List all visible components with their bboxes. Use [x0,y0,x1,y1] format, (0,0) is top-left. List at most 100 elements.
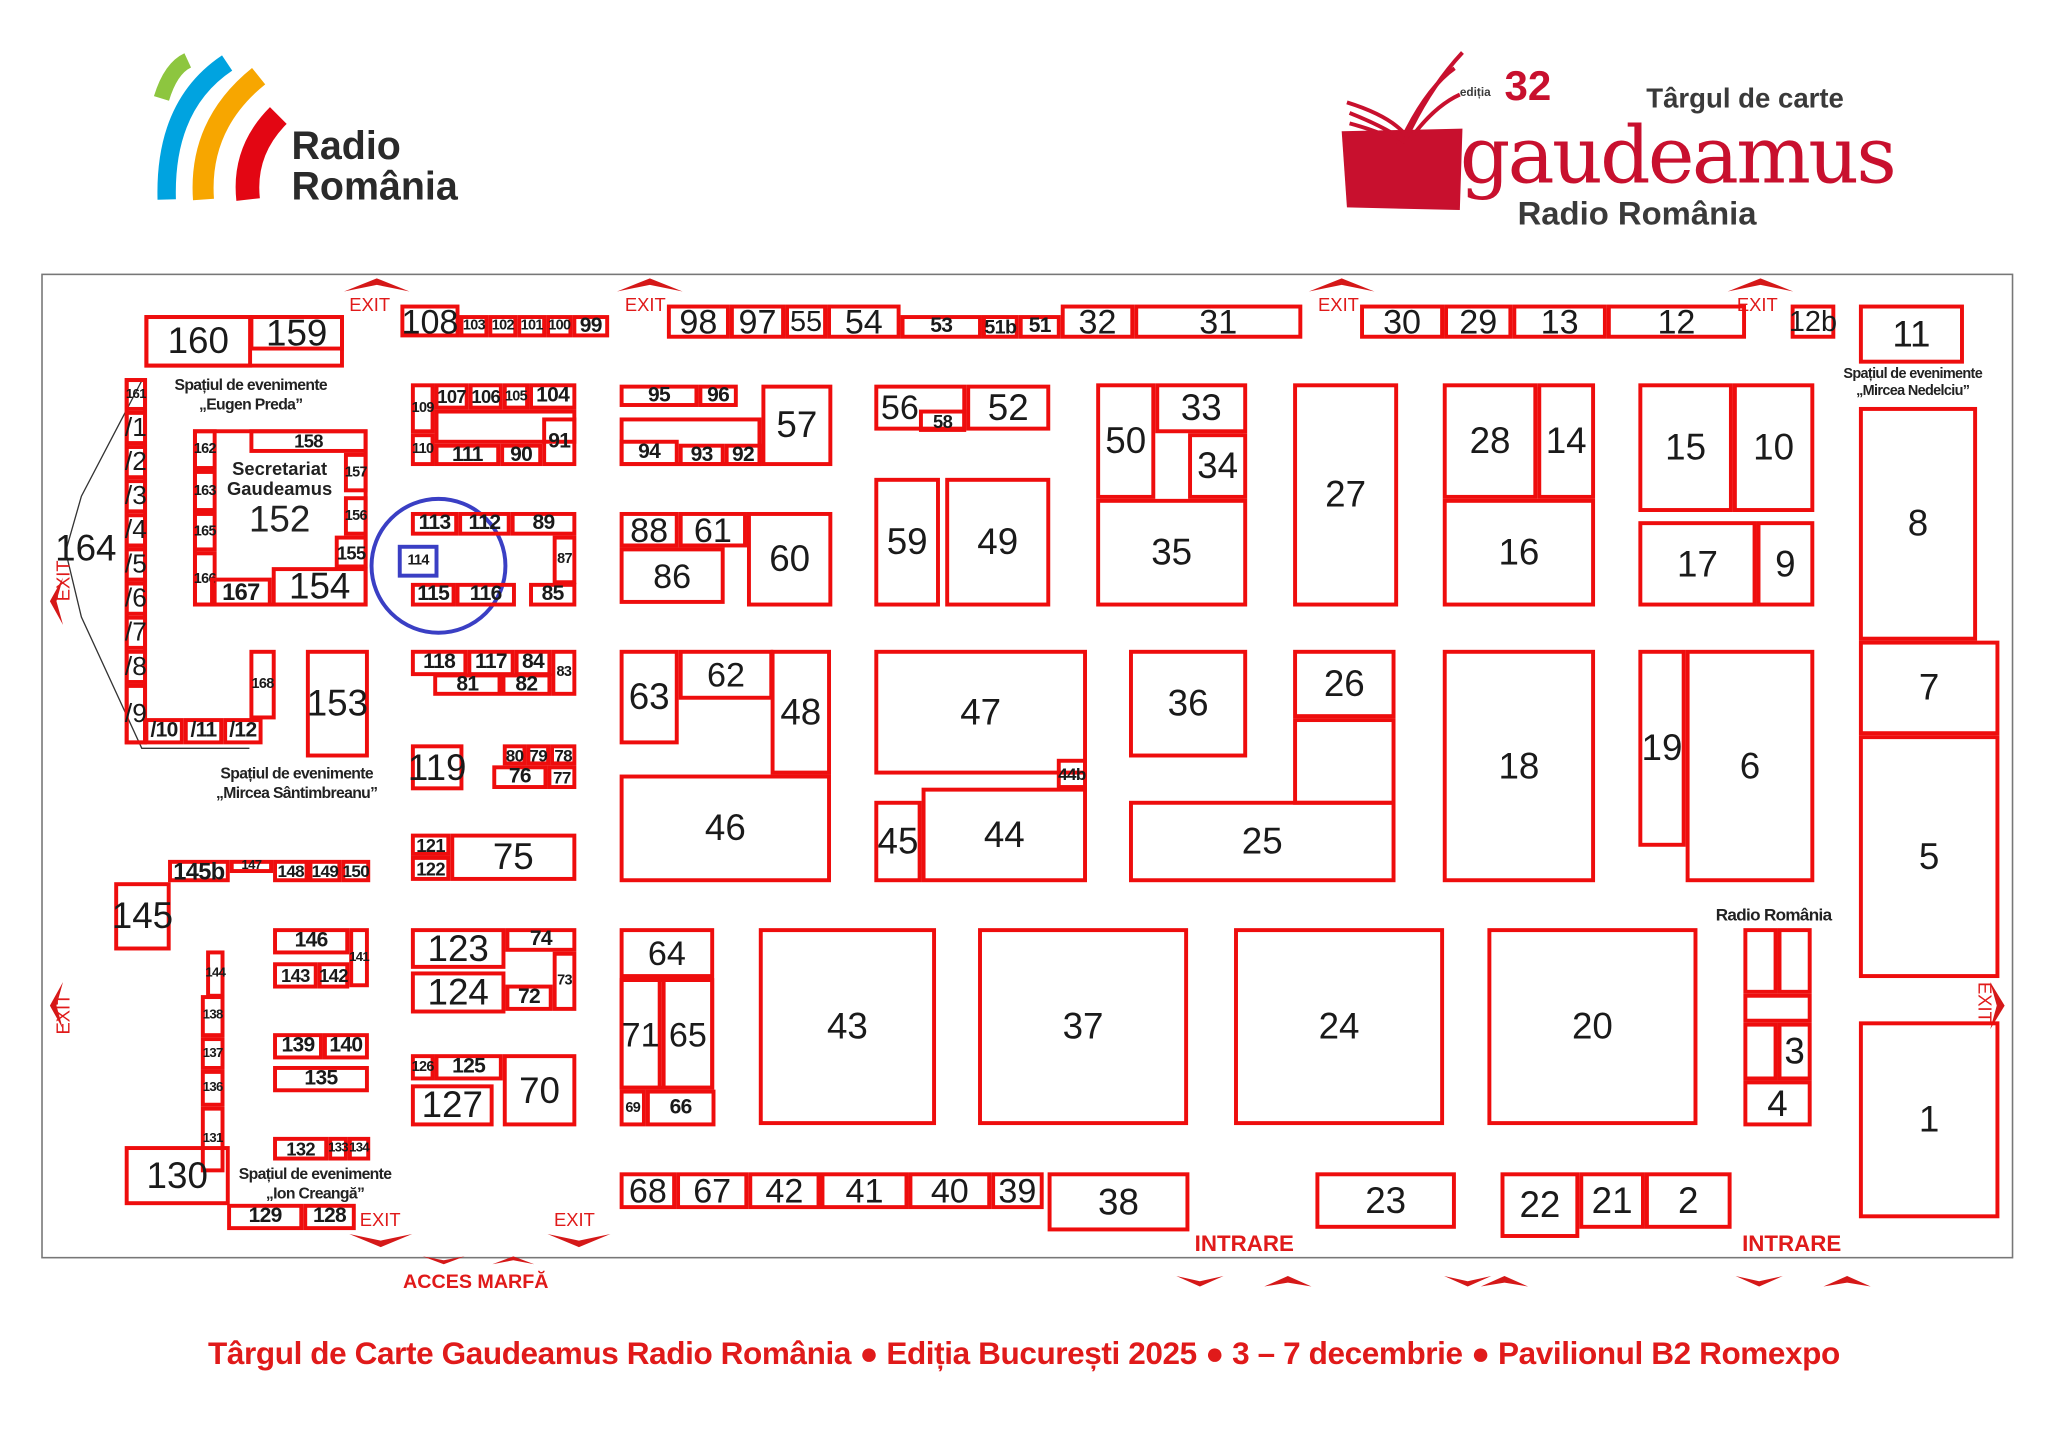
booth-72[interactable]: 72 [505,984,553,1011]
booth-111[interactable]: 111 [434,443,501,467]
booth-19[interactable]: 19 [1638,649,1686,847]
booth-5[interactable]: 5 [1858,735,2000,979]
booth-110[interactable]: 110 [410,433,435,467]
booth-55[interactable]: 55 [785,304,828,339]
booth-58[interactable]: 58 [918,409,967,432]
booth-22[interactable]: 22 [1500,1172,1580,1238]
booth-122[interactable]: 122 [410,855,451,881]
booth-128[interactable]: 128 [303,1203,356,1231]
booth-145b[interactable]: 145b [168,859,230,883]
booth-130[interactable]: 130 [124,1146,230,1206]
booth-45[interactable]: 45 [874,800,922,883]
booth-146[interactable]: 146 [273,928,350,955]
booth-99[interactable]: 99 [572,315,610,338]
booth-125[interactable]: 125 [434,1054,503,1081]
booth-78[interactable]: 78 [550,744,577,766]
booth-80[interactable]: 80 [502,744,527,766]
booth-69[interactable]: 69 [619,1089,646,1127]
booth-106[interactable]: 106 [468,383,503,410]
booth-18[interactable]: 18 [1442,649,1596,883]
booth-150[interactable]: 150 [341,859,371,883]
booth-23[interactable]: 23 [1315,1172,1456,1229]
booth-163[interactable]: 163 [192,469,217,512]
booth-156[interactable]: 156 [343,496,368,536]
booth-slash-2[interactable]: /2 [124,445,148,480]
booth-slash-3[interactable]: /3 [124,479,148,514]
booth-54[interactable]: 54 [827,305,901,339]
booth-109[interactable]: 109 [410,383,435,434]
booth-134[interactable]: 134 [347,1136,371,1161]
booth-25[interactable]: 25 [1129,800,1396,883]
booth-143[interactable]: 143 [273,962,318,989]
booth-35[interactable]: 35 [1096,498,1248,607]
booth-91[interactable]: 91 [542,417,577,467]
booth-123[interactable]: 123 [410,928,506,969]
booth-47[interactable]: 47 [874,649,1087,775]
booth-139[interactable]: 139 [273,1033,323,1060]
booth-102[interactable]: 102 [488,315,518,338]
booth-116[interactable]: 116 [455,582,516,607]
booth-30[interactable]: 30 [1360,305,1445,339]
booth-74[interactable]: 74 [505,928,577,952]
booth-88[interactable]: 88 [619,511,679,548]
booth-42[interactable]: 42 [748,1172,821,1210]
booth-49[interactable]: 49 [945,477,1051,607]
booth-41[interactable]: 41 [820,1172,909,1210]
booth-70[interactable]: 70 [502,1054,577,1127]
booth-34[interactable]: 34 [1188,433,1248,499]
booth-46[interactable]: 46 [619,774,832,883]
booth-76[interactable]: 76 [492,765,548,789]
booth-29[interactable]: 29 [1444,305,1513,339]
booth-113[interactable]: 113 [410,511,459,536]
unnumbered-booth[interactable] [1777,928,1812,994]
booth-82[interactable]: 82 [501,673,552,696]
booth-75[interactable]: 75 [450,833,577,881]
booth-84[interactable]: 84 [514,649,552,677]
booth-38[interactable]: 38 [1047,1172,1190,1232]
booth-85[interactable]: 85 [529,582,577,607]
booth-117[interactable]: 117 [467,649,515,677]
booth-67[interactable]: 67 [676,1172,749,1210]
booth-32[interactable]: 32 [1060,305,1135,339]
booth-slash-4[interactable]: /4 [124,513,148,548]
booth-16[interactable]: 16 [1442,498,1596,607]
booth-12b[interactable]: 12b [1789,304,1837,339]
booth-9[interactable]: 9 [1756,521,1815,607]
booth-65[interactable]: 65 [661,978,715,1090]
booth-26[interactable]: 26 [1293,649,1396,719]
booth-44[interactable]: 44 [921,787,1087,883]
booth-135[interactable]: 135 [273,1065,369,1093]
booth-slash-8[interactable]: /8 [124,649,148,684]
booth-50[interactable]: 50 [1096,383,1156,499]
booth-159[interactable]: 159 [249,314,344,351]
booth-129[interactable]: 129 [227,1203,304,1231]
booth-165[interactable]: 165 [192,511,217,552]
booth-40[interactable]: 40 [908,1172,992,1210]
booth-158[interactable]: 158 [249,429,368,453]
booth-4[interactable]: 4 [1743,1080,1812,1127]
booth-114[interactable]: 114 [397,544,439,578]
booth-162[interactable]: 162 [192,429,217,470]
booth-126[interactable]: 126 [410,1054,435,1081]
booth-94[interactable]: 94 [619,439,679,467]
booth-108[interactable]: 108 [400,304,460,338]
booth-slash-11[interactable]: /11 [183,718,224,745]
booth-92[interactable]: 92 [724,443,762,467]
booth-137[interactable]: 137 [200,1037,225,1070]
booth-21[interactable]: 21 [1579,1172,1645,1229]
booth-168[interactable]: 168 [249,649,276,720]
booth-17[interactable]: 17 [1638,521,1757,607]
booth-71[interactable]: 71 [619,978,662,1090]
booth-87[interactable]: 87 [552,535,577,585]
booth-153[interactable]: 153 [305,649,369,758]
booth-132[interactable]: 132 [273,1136,329,1161]
booth-8[interactable]: 8 [1858,406,1978,641]
booth-101[interactable]: 101 [517,315,547,338]
booth-131[interactable]: 131 [200,1106,225,1173]
booth-148[interactable]: 148 [273,859,309,883]
booth-140[interactable]: 140 [322,1033,369,1060]
booth-13[interactable]: 13 [1512,305,1607,339]
booth-127[interactable]: 127 [410,1084,494,1127]
booth-133[interactable]: 133 [328,1136,349,1161]
unnumbered-booth[interactable] [1743,993,1812,1023]
